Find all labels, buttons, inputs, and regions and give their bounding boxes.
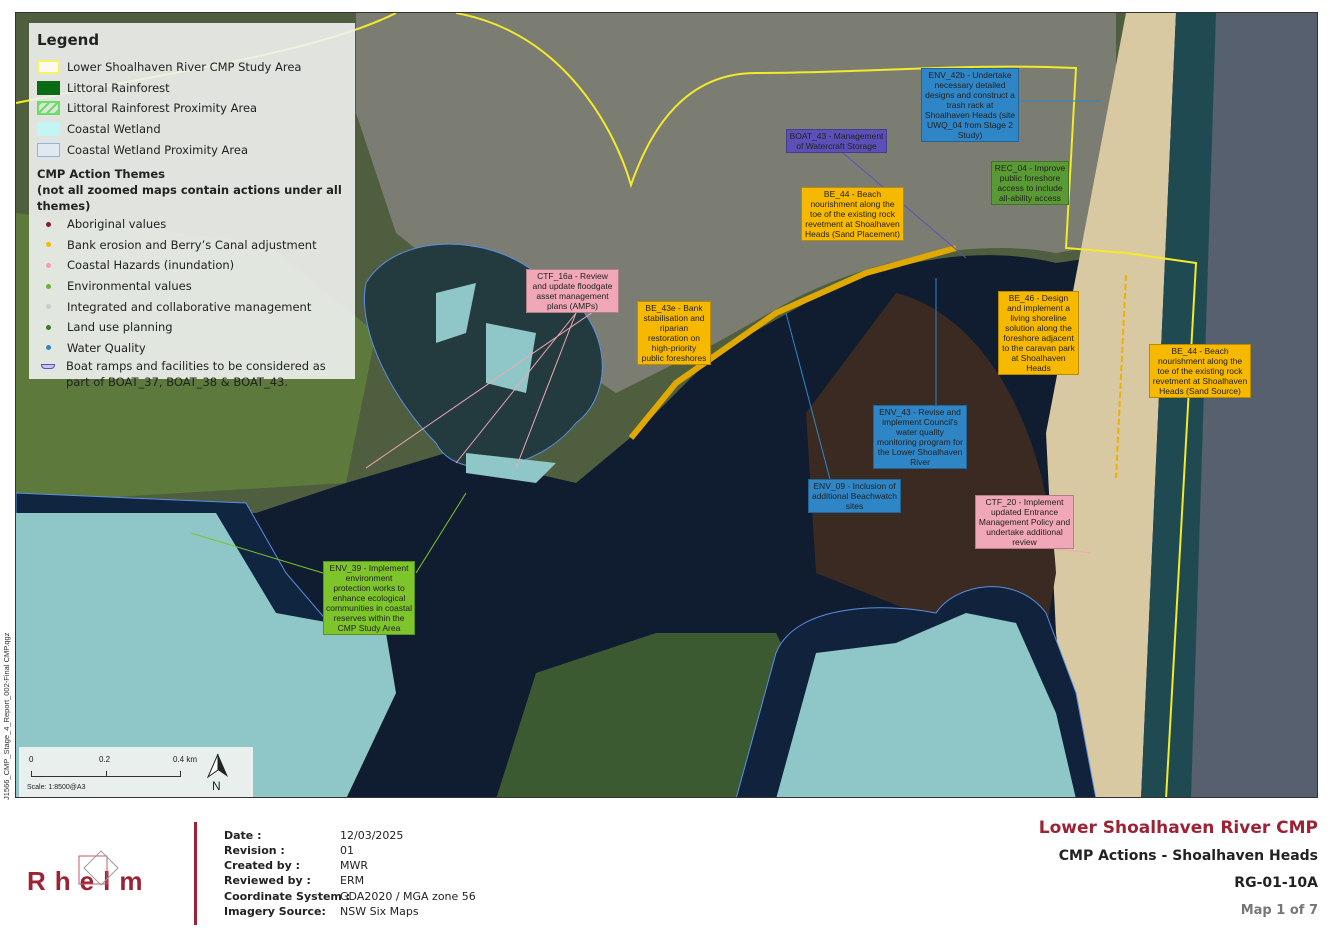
theme-coastal-hazards: Coastal Hazards (inundation) xyxy=(37,255,347,276)
legend-label: Littoral Rainforest xyxy=(67,80,170,95)
legend-label: Water Quality xyxy=(67,340,146,355)
rainforest-swatch xyxy=(37,80,60,95)
map-number: Map 1 of 7 xyxy=(1240,903,1318,918)
legend-panel: Legend Lower Shoalhaven River CMP Study … xyxy=(29,23,355,389)
coastal-wetland-south xyxy=(776,613,1076,797)
legend-label: Integrated and collaborative management xyxy=(67,299,312,314)
ocean xyxy=(1191,13,1317,797)
dot-icon xyxy=(46,242,51,248)
scale-tick-0: 0 xyxy=(29,755,34,764)
theme-water-quality: Water Quality xyxy=(37,338,347,359)
label-be-46[interactable]: BE_46 - Design and implement a living sh… xyxy=(998,291,1079,375)
legend-label: Coastal Hazards (inundation) xyxy=(67,258,235,273)
theme-bank-erosion: Bank erosion and Berry’s Canal adjustmen… xyxy=(37,235,347,256)
legend-coastal-wetland: Coastal Wetland xyxy=(37,119,347,140)
theme-land-use: Land use planning xyxy=(37,317,347,338)
map-code: RG-01-10A xyxy=(1234,875,1318,891)
legend-boat-ramps: Boat ramps and facilities to be consider… xyxy=(37,358,347,390)
dot-icon xyxy=(46,283,51,289)
legend-title: Legend xyxy=(37,31,100,49)
meta-key: Coordinate System : xyxy=(224,890,351,903)
meta-key: Revision : xyxy=(224,844,285,857)
label-be-43e[interactable]: BE_43e - Bank stabilisation and riparian… xyxy=(637,301,711,365)
label-rec-04[interactable]: REC_04 - Improve public foreshore access… xyxy=(991,161,1069,205)
north-label: N xyxy=(212,779,221,793)
dot-icon xyxy=(46,221,51,227)
meta-value: 01 xyxy=(340,844,354,857)
label-ctf-20[interactable]: CTF_20 - Implement updated Entrance Mana… xyxy=(975,495,1074,549)
study-area-swatch xyxy=(37,60,60,75)
sand-source-area xyxy=(1115,274,1127,479)
scale-text: Scale: 1:8500@A3 xyxy=(27,784,86,791)
meta-key: Created by : xyxy=(224,859,301,872)
logo-squares-icon xyxy=(78,850,119,886)
scale-line xyxy=(31,771,181,777)
dot-icon xyxy=(46,262,51,268)
legend-label: Aboriginal values xyxy=(67,217,167,232)
meta-key: Reviewed by : xyxy=(224,874,311,887)
wetland-swatch xyxy=(37,122,60,137)
label-be-44-placement[interactable]: BE_44 - Beach nourishment along the toe … xyxy=(801,187,904,241)
legend-label: Boat ramps and facilities to be consider… xyxy=(66,359,326,390)
coastal-wetland xyxy=(16,513,396,797)
label-env-39[interactable]: ENV_39 - Implement environment protectio… xyxy=(323,561,415,635)
theme-integrated: Integrated and collaborative management xyxy=(37,296,347,317)
dot-icon xyxy=(46,324,51,330)
legend-rainforest-proximity: Littoral Rainforest Proximity Area xyxy=(37,98,347,119)
meta-value: ERM xyxy=(340,874,365,887)
legend-label: Coastal Wetland xyxy=(67,122,161,137)
legend-label: Land use planning xyxy=(67,320,173,335)
scale-bar: 0 0.2 0.4 km Scale: 1:8500@A3 N xyxy=(19,747,253,797)
label-env-43[interactable]: ENV_43 - Revise and implement Council's … xyxy=(873,405,967,469)
meta-value: MWR xyxy=(340,859,369,872)
legend-study-area: Lower Shoalhaven River CMP Study Area xyxy=(37,57,347,78)
map-title: Lower Shoalhaven River CMP xyxy=(1038,818,1318,838)
themes-subheading: (not all zoomed maps contain actions und… xyxy=(37,182,342,213)
meta-value: 12/03/2025 xyxy=(340,829,404,842)
meta-value: GDA2020 / MGA zone 56 xyxy=(340,890,476,903)
themes-heading: CMP Action Themes xyxy=(37,166,166,181)
label-ctf-16a[interactable]: CTF_16a - Review and update floodgate as… xyxy=(526,269,619,313)
project-file-name: J1566_CMP_Stage_4_Report_002-Final CMP.q… xyxy=(2,632,11,800)
legend-littoral-rainforest: Littoral Rainforest xyxy=(37,78,347,99)
label-boat-43[interactable]: BOAT_43 - Management of Watercraft Stora… xyxy=(786,129,887,153)
dot-icon xyxy=(46,345,51,351)
label-env-09[interactable]: ENV_09 - Inclusion of additional Beachwa… xyxy=(808,479,901,513)
scale-tick-2: 0.4 km xyxy=(173,755,198,764)
rhelm-logo: Rhelm xyxy=(27,866,152,896)
footer-divider xyxy=(194,822,197,925)
legend-label: Environmental values xyxy=(67,279,192,294)
beach xyxy=(1046,13,1176,797)
meta-key: Date : xyxy=(224,829,262,842)
foreshore-works xyxy=(628,245,957,440)
boat-ramp-icon xyxy=(41,364,55,370)
legend-label: Coastal Wetland Proximity Area xyxy=(67,142,249,157)
label-be-44-source[interactable]: BE_44 - Beach nourishment along the toe … xyxy=(1149,344,1251,398)
legend-label: Littoral Rainforest Proximity Area xyxy=(67,101,258,116)
theme-aboriginal: Aboriginal values xyxy=(37,214,347,235)
wetland-proximity-swatch xyxy=(37,142,60,157)
legend-label: Lower Shoalhaven River CMP Study Area xyxy=(67,60,302,75)
meta-key: Imagery Source: xyxy=(224,905,326,918)
label-env-42b[interactable]: ENV_42b - Undertake necessary detailed d… xyxy=(921,68,1019,142)
scale-tick-1: 0.2 xyxy=(99,755,111,764)
legend-label: Bank erosion and Berry’s Canal adjustmen… xyxy=(67,237,317,252)
rainforest-proximity-swatch xyxy=(37,101,60,116)
meta-value: NSW Six Maps xyxy=(340,905,419,918)
dot-icon xyxy=(46,304,51,310)
map-subtitle: CMP Actions - Shoalhaven Heads xyxy=(1058,848,1318,864)
coastal-wetland-island xyxy=(436,283,556,483)
theme-environmental: Environmental values xyxy=(37,276,347,297)
map-canvas[interactable]: ENV_42b - Undertake necessary detailed d… xyxy=(15,12,1318,798)
legend-wetland-proximity: Coastal Wetland Proximity Area xyxy=(37,139,347,160)
north-arrow-icon xyxy=(206,753,228,779)
